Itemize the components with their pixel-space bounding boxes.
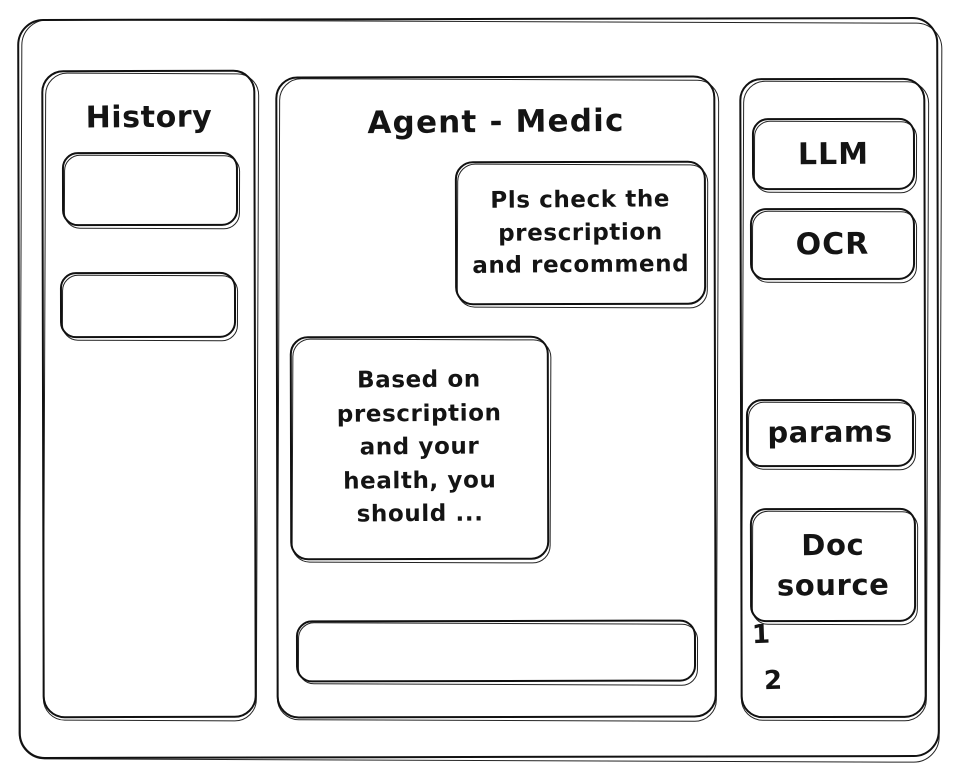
history-list-item[interactable]	[62, 152, 238, 226]
message-input[interactable]	[296, 620, 696, 682]
tool-button-doc-source-label: Doc source	[776, 527, 890, 603]
doc-source-ref-item[interactable]: 2	[763, 665, 783, 697]
doc-source-ref-item[interactable]: 1	[751, 619, 771, 651]
history-panel-title: History	[85, 98, 213, 136]
chat-message-user-text: Pls check the prescription and recommend	[472, 186, 690, 280]
chat-message-agent-text: Based on prescription and your health, y…	[336, 366, 502, 528]
tool-button-params-label: params	[767, 414, 893, 450]
tool-button-llm-label: LLM	[797, 136, 870, 172]
history-list-item[interactable]	[60, 272, 236, 338]
agent-chat-title: Agent - Medic	[367, 102, 625, 141]
tool-button-ocr-label: OCR	[795, 226, 870, 262]
